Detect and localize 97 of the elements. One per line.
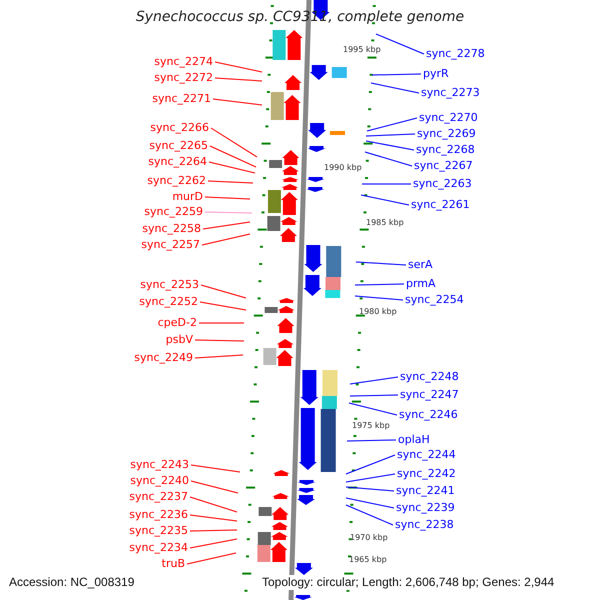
- leader-line: [354, 296, 404, 300]
- gene-label: sync_2254: [405, 293, 464, 306]
- gene-label: sync_2268: [416, 143, 475, 156]
- leader-line: [194, 354, 244, 358]
- gene-label: sync_2271: [152, 92, 211, 105]
- leader-line: [190, 496, 238, 512]
- gene-label: sync_2242: [397, 467, 456, 480]
- leader-line: [370, 82, 420, 94]
- leader-line: [204, 212, 252, 214]
- gene-label: sync_2249: [134, 351, 193, 364]
- leader-line: [186, 552, 236, 564]
- scale-label: 1970 kbp: [350, 533, 388, 543]
- leader-line: [190, 480, 238, 494]
- leader-line: [190, 538, 238, 548]
- gene-label: sync_2236: [129, 508, 188, 521]
- leader-line: [354, 284, 404, 286]
- gene-label: pyrR: [423, 67, 449, 80]
- leader-line: [208, 162, 256, 174]
- gene-label: sync_2265: [149, 139, 208, 152]
- gene-label: sync_2243: [130, 458, 189, 471]
- leader-line: [346, 504, 394, 526]
- leader-line: [214, 62, 262, 72]
- gene-label: sync_2248: [400, 370, 459, 383]
- gene-label: sync_2266: [150, 121, 209, 134]
- leader-line: [360, 194, 410, 206]
- leader-line: [212, 98, 262, 106]
- gene-label: psbV: [166, 333, 193, 346]
- leader-line: [200, 302, 246, 310]
- gene-label: sync_2238: [395, 518, 454, 531]
- leader-line: [210, 128, 258, 158]
- gene-label: sync_2272: [154, 71, 213, 84]
- gene-label: truB: [162, 557, 185, 570]
- gene-label: sync_2270: [419, 111, 478, 124]
- leader-line: [214, 78, 262, 82]
- gene-label: sync_2258: [142, 222, 201, 235]
- title: Synechococcus sp. CC9311, complete genome: [134, 9, 466, 26]
- gene-label: cpeD-2: [158, 316, 197, 329]
- leader-line: [200, 284, 246, 298]
- leader-line: [202, 222, 250, 230]
- gene-label: sync_2259: [144, 205, 203, 218]
- scale-label: 1975 kbp: [352, 421, 390, 431]
- gene-label: sync_2246: [399, 408, 458, 421]
- gene-label: sync_2278: [426, 47, 485, 60]
- leader-line: [346, 498, 394, 508]
- leader-line: [364, 152, 412, 166]
- gene-label: sync_2264: [148, 155, 207, 168]
- leader-line: [372, 74, 422, 76]
- leader-line: [348, 402, 398, 416]
- leader-line: [356, 262, 406, 266]
- gene-label: sync_2239: [396, 501, 455, 514]
- leader-line: [204, 196, 250, 200]
- gene-label: sync_2273: [421, 86, 480, 99]
- scale-label: 1990 kbp: [324, 163, 362, 173]
- leader-line: [366, 134, 416, 136]
- leader-line: [208, 180, 254, 184]
- scale-label: 1965 kbp: [349, 555, 387, 565]
- leader-line: [190, 514, 238, 522]
- leader-line: [350, 376, 398, 384]
- leader-line: [198, 322, 244, 324]
- gene-label: sync_2240: [130, 474, 189, 487]
- leader-line: [350, 394, 398, 396]
- scale-label: 1985 kbp: [366, 218, 404, 228]
- gene-label: sync_2269: [417, 127, 476, 140]
- gene-label: sync_2262: [147, 174, 206, 187]
- gene-label: sync_2253: [140, 278, 199, 291]
- leader-line: [366, 118, 418, 132]
- gene-label: sync_2241: [396, 484, 455, 497]
- leader-line: [194, 340, 244, 342]
- genome-summary-text: Topology: circular; Length: 2,606,748 bp; Genes: 2,944: [262, 575, 554, 590]
- leader-line: [210, 146, 256, 168]
- gene-label: sync_2247: [400, 388, 459, 401]
- leader-line: [346, 440, 396, 442]
- scale-label: 1995 kbp: [343, 45, 381, 55]
- leader-line: [376, 34, 424, 54]
- gene-label: sync_2235: [129, 524, 188, 537]
- leader-line: [346, 454, 396, 474]
- gene-label: sync_2267: [414, 159, 473, 172]
- leader-line: [366, 140, 414, 150]
- gene-label: oplaH: [398, 433, 430, 446]
- gene-label: sync_2274: [154, 55, 213, 68]
- gene-label: sync_2257: [141, 238, 200, 251]
- gene-label: prmA: [406, 277, 436, 290]
- gene-label: sync_2237: [129, 490, 188, 503]
- gene-label: sync_2234: [129, 541, 188, 554]
- leader-line: [346, 486, 394, 492]
- gene-label: sync_2263: [413, 177, 472, 190]
- gene-label: sync_2244: [397, 448, 456, 461]
- leader-line: [190, 530, 238, 532]
- leader-line: [190, 464, 240, 472]
- leader-line: [202, 234, 250, 246]
- gene-label: serA: [408, 258, 433, 271]
- gene-label: murD: [172, 190, 203, 203]
- accession-text: Accession: NC_008319: [9, 575, 134, 590]
- gene-label: sync_2252: [139, 295, 198, 308]
- leader-line: [346, 474, 396, 482]
- scale-label: 1980 kbp: [359, 307, 397, 317]
- gene-label: sync_2261: [411, 198, 470, 211]
